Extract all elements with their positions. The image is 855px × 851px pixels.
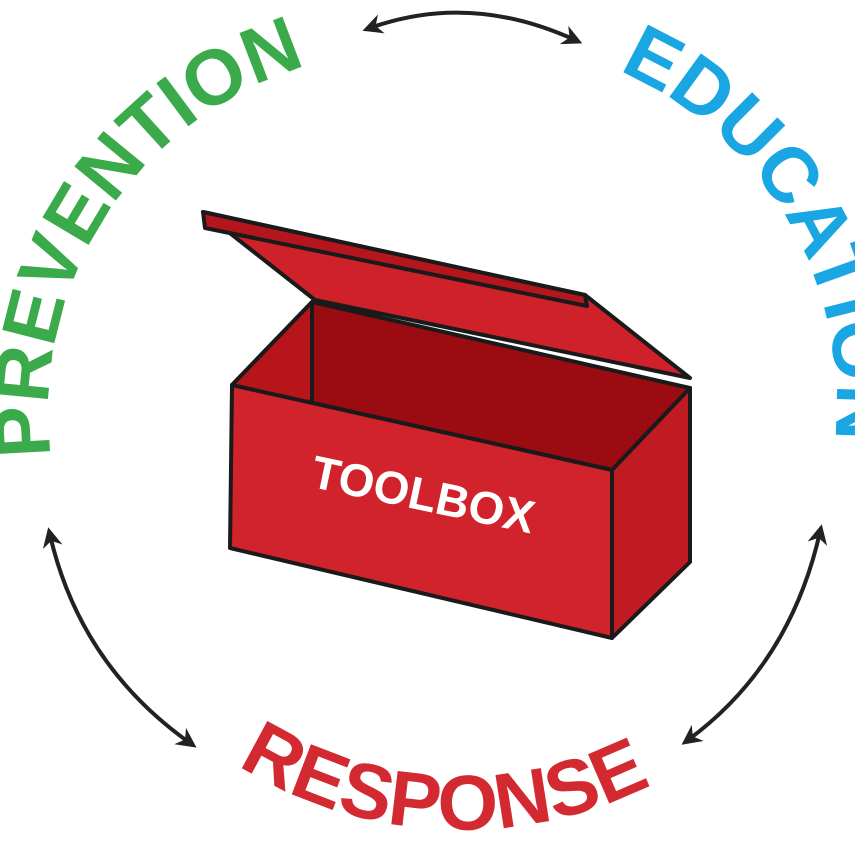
response-label: RESPONSE <box>229 703 659 847</box>
arrow-right <box>681 524 828 745</box>
arrow-left <box>42 527 197 748</box>
arrow-top <box>362 10 583 45</box>
toolbox-illustration <box>201 210 692 640</box>
